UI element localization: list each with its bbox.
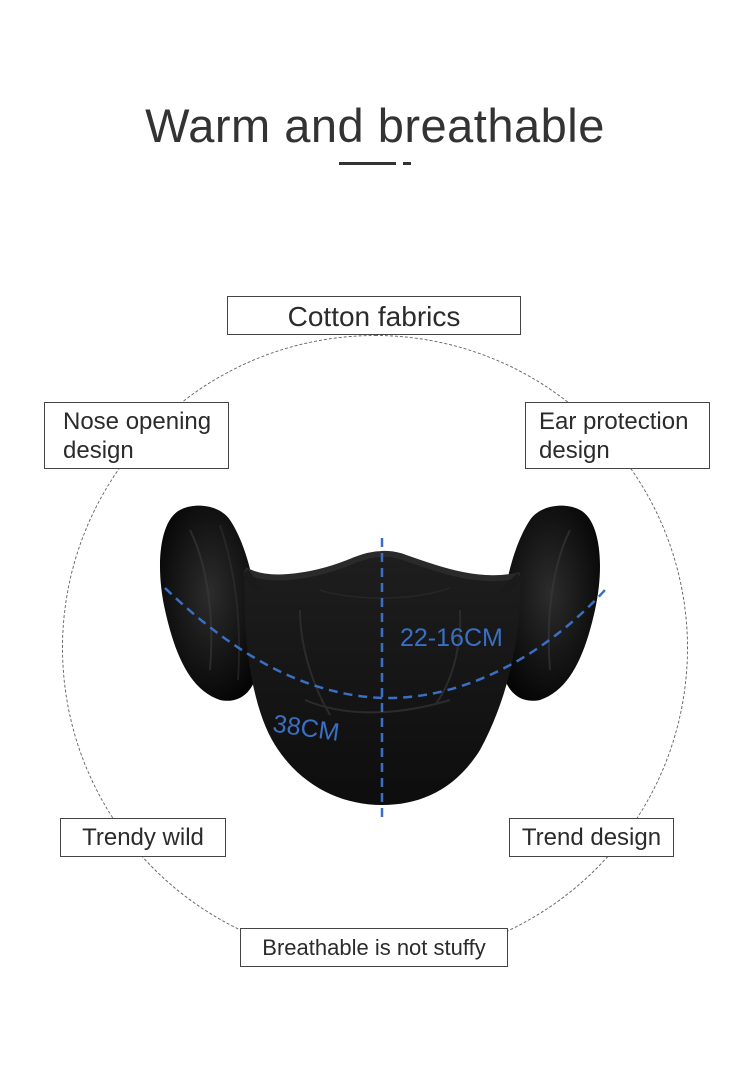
horizontal-measure-line [164,587,606,700]
label-cotton-fabrics: Cotton fabrics [227,296,521,335]
label-ear-protection: Ear protection design [525,402,710,469]
title-underline [339,162,396,165]
title-underline-dot [403,162,411,165]
label-trend-design: Trend design [509,818,674,857]
page-title: Warm and breathable [145,99,605,152]
label-breathable: Breathable is not stuffy [240,928,508,967]
mask-illustration: 22-16CM 38CM [150,490,610,830]
label-nose-opening: Nose opening design [44,402,229,469]
height-measurement: 22-16CM [400,624,503,652]
label-trendy-wild: Trendy wild [60,818,226,857]
